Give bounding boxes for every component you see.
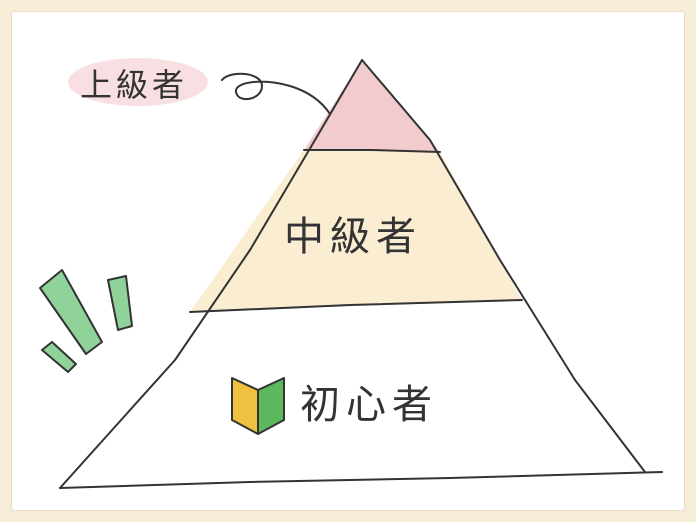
exclamation-strokes-icon xyxy=(39,269,133,373)
curl-arrow-icon xyxy=(221,72,331,115)
pyramid-middle-fill xyxy=(190,150,522,312)
label-middle: 中級者 xyxy=(284,214,422,260)
beginner-mark-icon xyxy=(231,377,285,435)
pyramid-top-fill xyxy=(304,60,440,152)
label-bottom: 初心者 xyxy=(300,382,438,428)
top-label-highlight xyxy=(68,58,208,106)
label-top: 上級者 xyxy=(80,66,188,104)
